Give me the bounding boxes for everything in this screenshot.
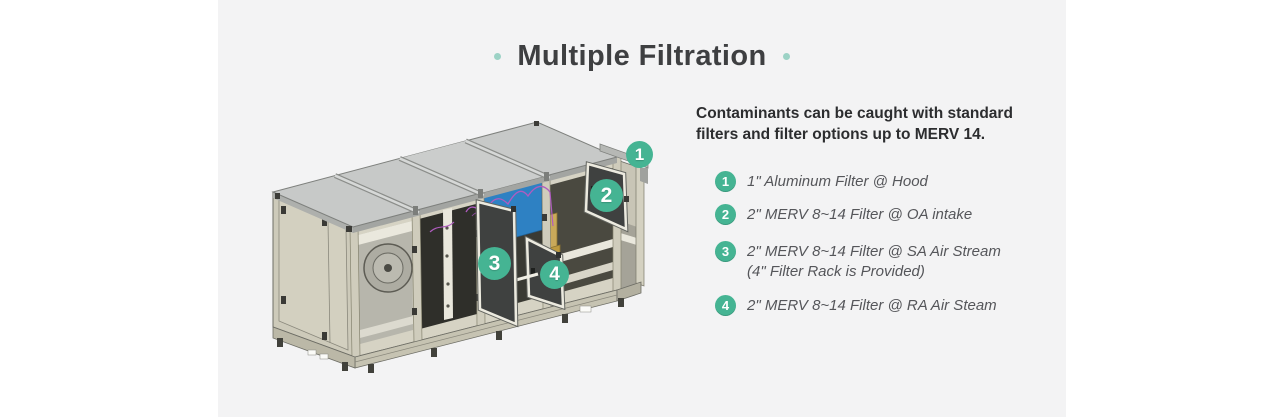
legend-item-1: 1 1" Aluminum Filter @ Hood bbox=[715, 171, 928, 192]
intro-text: Contaminants can be caught with standard… bbox=[696, 103, 1046, 145]
intro-line-1: Contaminants can be caught with standard bbox=[696, 105, 1013, 122]
roof-fascia-front bbox=[353, 157, 617, 233]
legend-text-2: 2" MERV 8~14 Filter @ OA intake bbox=[747, 206, 973, 223]
section-title: Multiple Filtration bbox=[218, 40, 1066, 73]
diagram-badge-1: 1 bbox=[626, 141, 653, 168]
fan-blower bbox=[363, 243, 413, 293]
ahu-left-end-door bbox=[272, 191, 356, 358]
legend-badge-4: 4 bbox=[715, 295, 736, 316]
ahu-base bbox=[272, 281, 642, 373]
diagram-badge-2: 2 bbox=[590, 179, 623, 212]
diagram-badge-3: 3 bbox=[478, 247, 511, 280]
ahu-illustration bbox=[271, 121, 649, 373]
legend-item-2: 2 2" MERV 8~14 Filter @ OA intake bbox=[715, 204, 972, 225]
intro-line-2: filters and filter options up to MERV 14… bbox=[696, 126, 986, 143]
legend-text-3: 2" MERV 8~14 Filter @ SA Air Stream (4" … bbox=[747, 241, 1001, 282]
legend-text-3-line-1: 2" MERV 8~14 Filter @ SA Air Stream bbox=[747, 243, 1001, 260]
legend-item-3: 3 2" MERV 8~14 Filter @ SA Air Stream (4… bbox=[715, 241, 1001, 282]
legend-item-4: 4 2" MERV 8~14 Filter @ RA Air Steam bbox=[715, 295, 997, 316]
legend-text-3-line-2: (4" Filter Rack is Provided) bbox=[747, 263, 925, 280]
filter-legend: Contaminants can be caught with standard… bbox=[696, 103, 1046, 316]
title-dot-right bbox=[782, 53, 790, 60]
legend-badge-2: 2 bbox=[715, 204, 736, 225]
legend-badge-3: 3 bbox=[715, 241, 736, 262]
diagram-badge-4: 4 bbox=[540, 260, 569, 289]
title-dot-left bbox=[494, 53, 502, 60]
legend-badge-1: 1 bbox=[715, 171, 736, 192]
ahu-roof bbox=[271, 121, 619, 232]
page-title: Multiple Filtration bbox=[517, 40, 767, 72]
ahu-diagram: 1 2 3 4 bbox=[250, 100, 690, 380]
legend-text-4: 2" MERV 8~14 Filter @ RA Air Steam bbox=[747, 297, 997, 314]
legend-text-1: 1" Aluminum Filter @ Hood bbox=[747, 173, 928, 190]
roof-fascia-end bbox=[273, 192, 353, 233]
